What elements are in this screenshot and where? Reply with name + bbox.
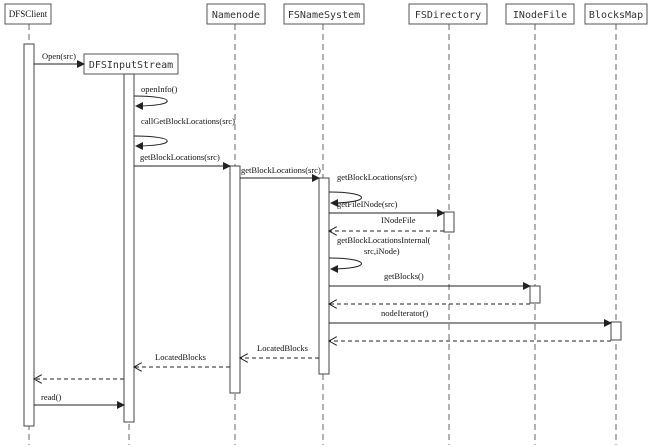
activation-inodefile [529,285,541,304]
participant-dfsclient: DFSClient [4,3,52,25]
activation-fsnamesystem [318,177,330,375]
message-callgetblocklocations-arrow [133,135,168,150]
participant-fsnamesystem: FSNameSystem [283,3,365,25]
activation-dfsinputstream [123,73,135,423]
participant-dfsinputstream: DFSInputStream [83,53,179,75]
message-callgetblocklocations-label: callGetBlockLocations(src) [141,116,235,126]
participant-namenode-label: Namenode [212,10,260,21]
participant-blocksmap-label: BlocksMap [589,10,643,21]
activation-fsdirectory [443,211,455,233]
message-getblocks-label: getBlocks() [384,271,424,281]
message-getblocklocationsinternal-arrow [328,257,362,273]
participant-fsnamesystem-label: FSNameSystem [288,10,360,21]
participant-blocksmap: BlocksMap [584,3,648,25]
message-getblocklocations-1-label: getBlockLocations(src) [140,152,220,162]
message-openinfo-label: openInfo() [141,84,178,94]
message-getblocklocations-3-arrow [328,191,362,207]
message-locatedblocks-1-label: LocatedBlocks [257,343,308,353]
participant-fsdirectory: FSDirectory [408,3,488,25]
message-openinfo-arrow [133,95,168,110]
participant-inodefile: INodeFile [505,3,575,25]
participant-namenode: Namenode [206,3,266,25]
participant-inodefile-label: INodeFile [513,10,567,21]
participant-fsdirectory-label: FSDirectory [415,10,481,21]
message-getblocklocationsinternal-label-line1: getBlockLocationsInternal( [337,235,431,245]
message-read-label: read() [41,392,61,402]
participant-dfsclient-label: DFSClient [9,9,48,19]
message-nodeiterator-label: nodeIterator() [381,308,428,318]
message-getblocklocationsinternal-label-line2: src,iNode) [364,246,400,256]
activation-namenode [229,165,241,394]
message-getblocklocations-2-label: getBlockLocations(src) [241,165,321,175]
activation-dfsclient [23,43,35,427]
message-inodefile-return-label: INodeFile [381,215,416,225]
activation-blocksmap [610,321,622,341]
participant-dfsinputstream-label: DFSInputStream [89,60,173,71]
message-getblocklocations-3-label: getBlockLocations(src) [337,172,417,182]
message-locatedblocks-2-label: LocatedBlocks [155,352,206,362]
message-getfileinode-label: getFileINode(src) [337,199,398,209]
message-open-label: Open(src) [42,51,76,61]
